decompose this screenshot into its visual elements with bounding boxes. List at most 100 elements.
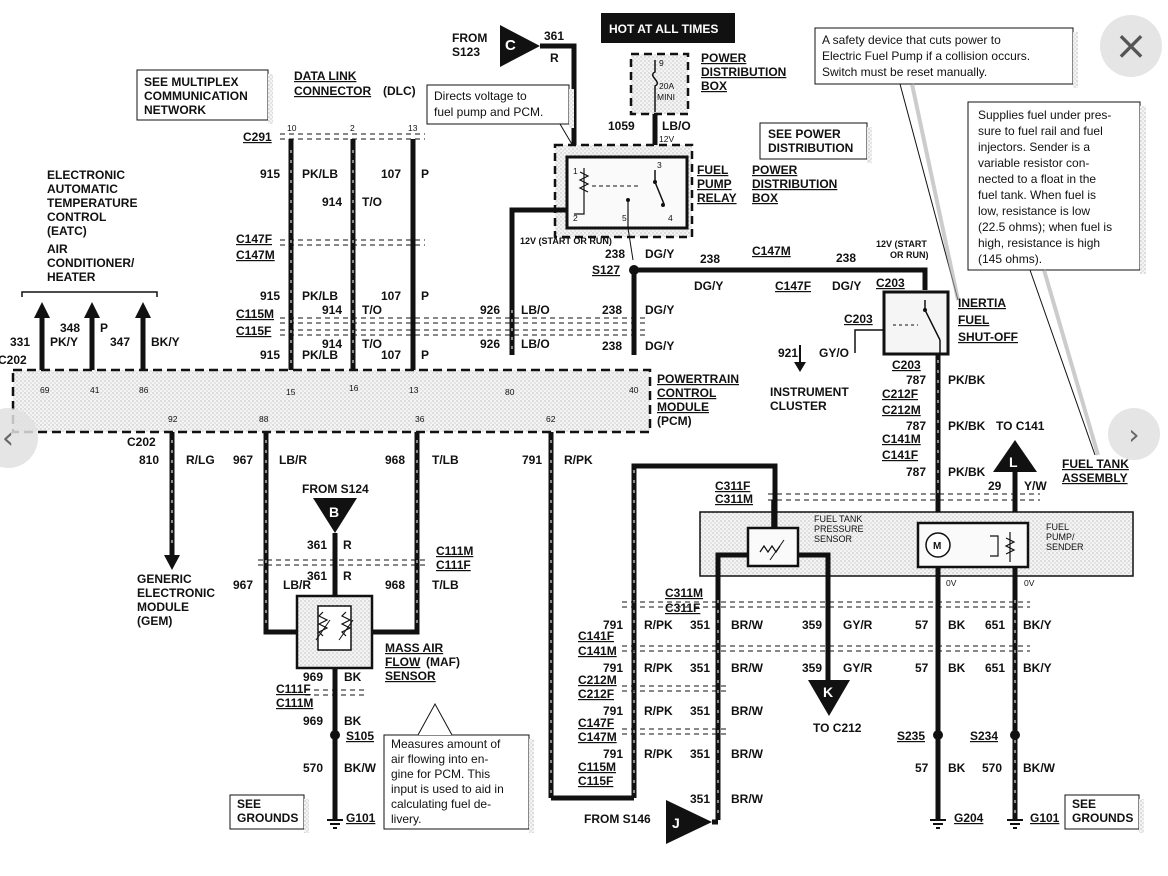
svg-text:C311F: C311F	[715, 479, 750, 493]
see-multiplex-box: SEE MULTIPLEX COMMUNICATION NETWORK	[136, 69, 273, 124]
svg-text:C147M: C147M	[752, 244, 791, 258]
svg-text:fuel tank. When fuel is: fuel tank. When fuel is	[978, 188, 1096, 202]
svg-text:R/PK: R/PK	[644, 618, 673, 632]
svg-text:BK: BK	[344, 670, 362, 684]
chevron-right-icon[interactable]: ›	[1108, 408, 1160, 460]
svg-text:SENSOR: SENSOR	[814, 534, 853, 544]
svg-text:4: 4	[668, 213, 673, 223]
svg-text:2: 2	[573, 213, 578, 223]
svg-text:T/O: T/O	[362, 303, 382, 317]
right-wire-labels: 791 R/PK 351 BR/W 359 GY/R 57 BK 651 BK/…	[578, 618, 1052, 806]
svg-text:967: 967	[233, 453, 253, 467]
svg-text:AIR: AIR	[47, 242, 68, 256]
svg-text:238: 238	[836, 251, 856, 265]
svg-text:OR RUN): OR RUN)	[890, 250, 929, 260]
svg-text:SEE POWER: SEE POWER	[768, 127, 841, 141]
svg-text:calculating fuel de-: calculating fuel de-	[391, 797, 491, 811]
svg-text:351: 351	[690, 618, 710, 632]
dlc-wire-labels: 915 PK/LB 107 P 914 T/O C147F C147M 915 …	[236, 167, 550, 362]
svg-text:80: 80	[505, 387, 515, 397]
svg-text:C115M: C115M	[236, 307, 274, 321]
svg-text:DISTRIBUTION: DISTRIBUTION	[752, 177, 837, 191]
svg-text:FROM S124: FROM S124	[302, 482, 369, 496]
svg-text:C147M: C147M	[236, 248, 275, 262]
svg-text:(22.5 ohms); when fuel is: (22.5 ohms); when fuel is	[978, 220, 1112, 234]
svg-text:PK/LB: PK/LB	[302, 167, 338, 181]
see-power-distribution-box: SEE POWER DISTRIBUTION	[759, 122, 872, 163]
svg-text:BK/W: BK/W	[344, 761, 377, 775]
svg-text:915: 915	[260, 348, 280, 362]
svg-text:PUMP: PUMP	[697, 177, 732, 191]
svg-text:12V: 12V	[659, 134, 674, 144]
svg-text:R/PK: R/PK	[644, 661, 673, 675]
svg-text:SEE: SEE	[1072, 797, 1096, 811]
svg-text:RELAY: RELAY	[697, 191, 737, 205]
svg-text:(MAF): (MAF)	[426, 655, 460, 669]
svg-text:MODULE: MODULE	[137, 600, 189, 614]
svg-text:LB/R: LB/R	[283, 578, 311, 592]
svg-text:FROM: FROM	[452, 31, 487, 45]
svg-text:SEE MULTIPLEX: SEE MULTIPLEX	[144, 75, 238, 89]
svg-text:C115F: C115F	[236, 324, 271, 338]
svg-text:Electric Fuel Pump if a collis: Electric Fuel Pump if a collision occurs…	[822, 49, 1030, 63]
svg-text:DG/Y: DG/Y	[645, 303, 674, 317]
svg-text:BK/Y: BK/Y	[151, 335, 180, 349]
svg-text:(GEM): (GEM)	[137, 614, 172, 628]
svg-text:GY/R: GY/R	[843, 661, 873, 675]
svg-text:3: 3	[657, 160, 662, 170]
svg-text:SHUT-OFF: SHUT-OFF	[958, 330, 1018, 344]
svg-text:62: 62	[546, 414, 556, 424]
svg-text:C141M: C141M	[578, 644, 617, 658]
svg-text:fuel pump and PCM.: fuel pump and PCM.	[434, 105, 543, 119]
svg-text:GY/O: GY/O	[819, 346, 849, 360]
connector-l-to-c141: L TO C141	[993, 419, 1045, 472]
svg-text:high, resistance is high: high, resistance is high	[978, 236, 1100, 250]
svg-text:DATA LINK: DATA LINK	[294, 69, 357, 83]
svg-text:331: 331	[10, 335, 30, 349]
svg-text:T/O: T/O	[362, 195, 382, 209]
svg-text:C147F: C147F	[578, 716, 614, 730]
svg-text:DG/Y: DG/Y	[645, 247, 674, 261]
svg-text:791: 791	[603, 618, 623, 632]
svg-text:T/LB: T/LB	[432, 453, 459, 467]
svg-text:791: 791	[603, 704, 623, 718]
svg-text:TEMPERATURE: TEMPERATURE	[47, 196, 137, 210]
svg-text:787: 787	[906, 373, 926, 387]
svg-text:BK/Y: BK/Y	[1023, 661, 1052, 675]
fuel-tank-assembly: C311F C311M FUEL TANK PRESSURE SENSOR M …	[699, 479, 1134, 588]
svg-text:M: M	[933, 541, 941, 552]
svg-text:nected to a float in the: nected to a float in the	[978, 172, 1096, 186]
svg-text:SEE: SEE	[237, 797, 261, 811]
svg-text:BK/W: BK/W	[1023, 761, 1056, 775]
svg-text:LB/O: LB/O	[662, 119, 691, 133]
svg-text:969: 969	[303, 670, 323, 684]
note-directs-voltage: Directs voltage to fuel pump and PCM.	[426, 84, 574, 147]
svg-text:GROUNDS: GROUNDS	[1072, 811, 1133, 825]
svg-text:C202: C202	[127, 435, 156, 449]
svg-text:T/LB: T/LB	[432, 578, 459, 592]
svg-text:Y/W: Y/W	[1024, 479, 1047, 493]
svg-text:C203: C203	[876, 276, 905, 290]
svg-text:69: 69	[40, 385, 50, 395]
svg-text:968: 968	[385, 578, 405, 592]
svg-text:570: 570	[303, 761, 323, 775]
svg-text:gine for PCM. This: gine for PCM. This	[391, 767, 490, 781]
svg-text:TO C141: TO C141	[996, 419, 1045, 433]
svg-text:967: 967	[233, 578, 253, 592]
svg-text:S105: S105	[346, 729, 374, 743]
svg-text:C: C	[505, 37, 516, 54]
svg-text:PK/BK: PK/BK	[948, 465, 986, 479]
svg-text:BR/W: BR/W	[731, 704, 764, 718]
svg-text:PK/Y: PK/Y	[50, 335, 78, 349]
svg-text:C311M: C311M	[665, 586, 703, 600]
svg-text:MASS AIR: MASS AIR	[385, 641, 444, 655]
svg-text:injectors. Sender is a: injectors. Sender is a	[978, 140, 1090, 154]
close-icon[interactable]: ×	[1100, 15, 1162, 77]
svg-text:BK: BK	[344, 714, 362, 728]
svg-text:651: 651	[985, 618, 1005, 632]
svg-text:variable resistor con-: variable resistor con-	[978, 156, 1089, 170]
svg-text:PRESSURE: PRESSURE	[814, 524, 864, 534]
svg-text:107: 107	[381, 348, 401, 362]
svg-text:40: 40	[629, 385, 639, 395]
svg-text:20A: 20A	[659, 81, 674, 91]
